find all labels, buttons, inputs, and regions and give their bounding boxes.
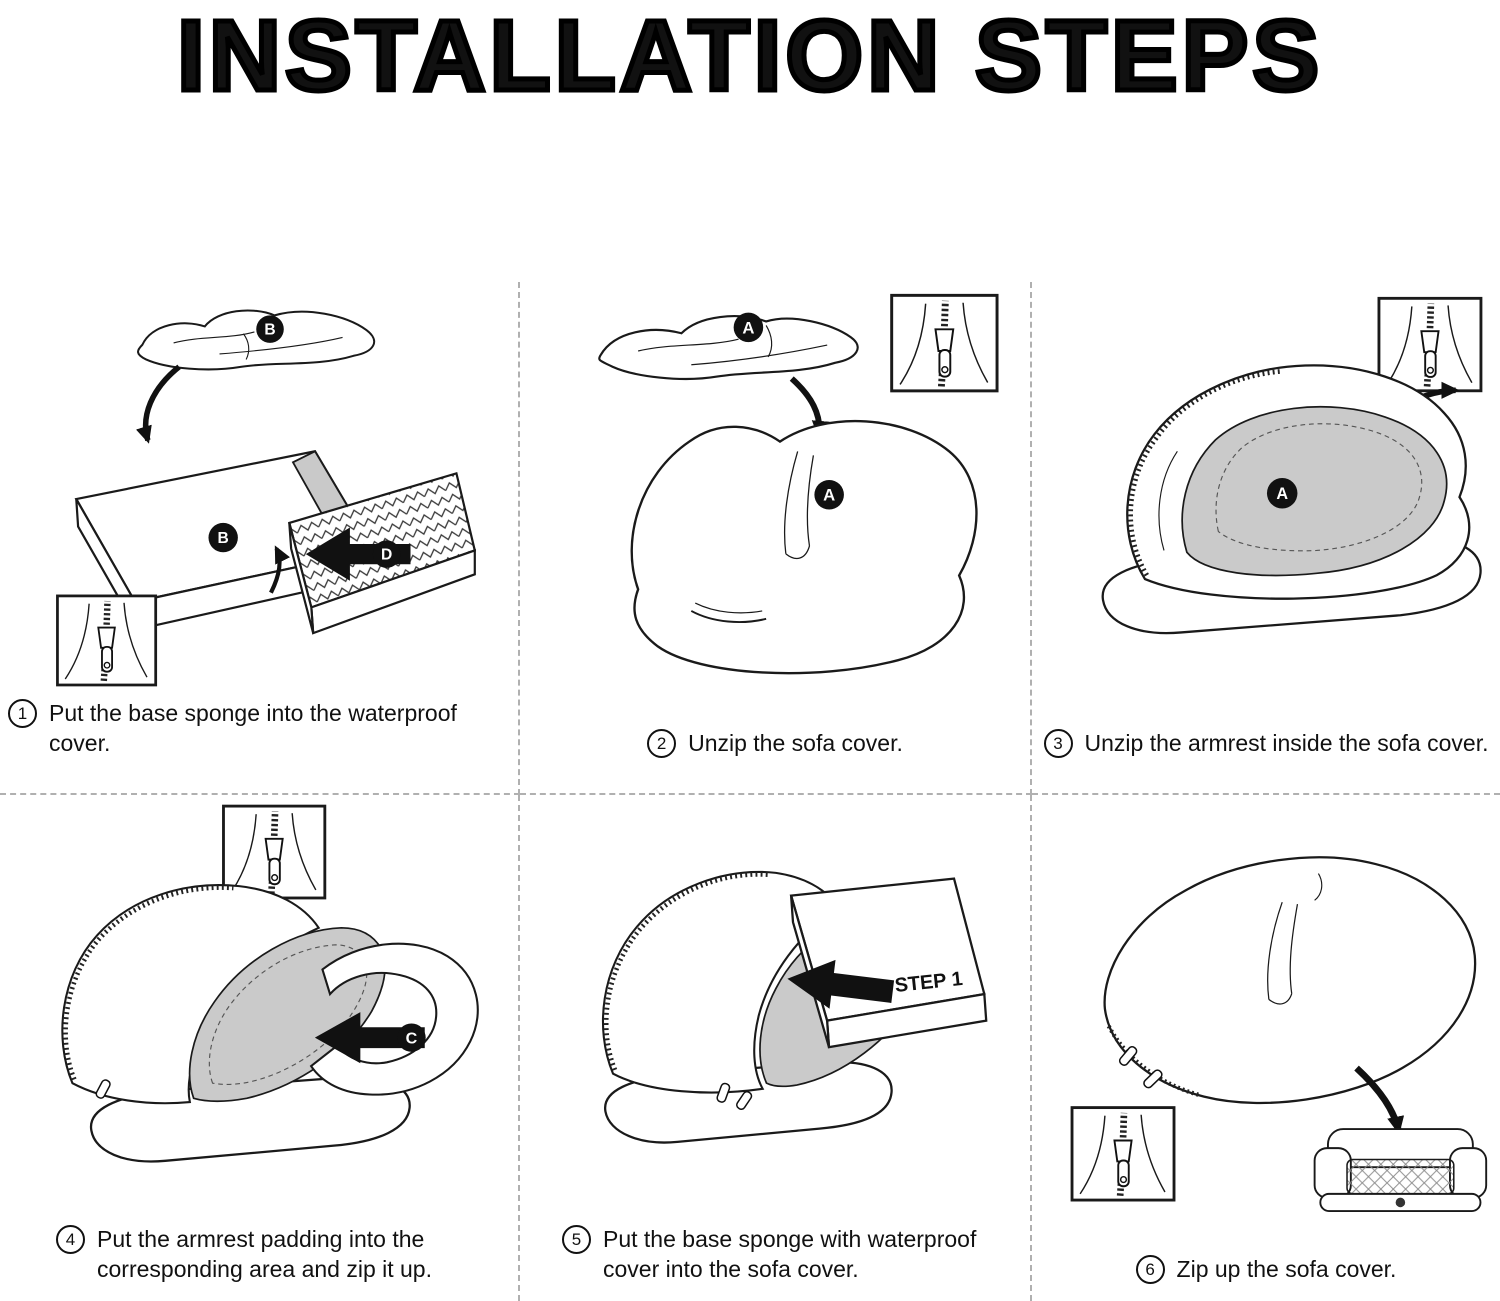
brand-logo — [1395, 1197, 1406, 1208]
step-4-illustration: C — [61, 799, 479, 1163]
sponge-insert-arrow — [787, 959, 895, 1009]
zipper-teeth — [1106, 1025, 1199, 1097]
zipper-teeth — [63, 885, 234, 1081]
zipper-detail-inset — [892, 295, 997, 391]
step-caption-text: Zip up the sofa cover. — [1176, 1256, 1397, 1283]
step-caption: 2 Unzip the sofa cover. — [520, 729, 1030, 793]
padding-insert-arrow — [314, 1012, 425, 1064]
place-on-sofa-arrow — [1354, 1065, 1405, 1135]
waterproof-cover-fabric — [137, 309, 376, 371]
label-b-cover: B — [264, 322, 275, 339]
step-caption: 6 Zip up the sofa cover. — [1032, 1255, 1500, 1301]
step-6-panel: 6 Zip up the sofa cover. — [1032, 795, 1500, 1301]
zipper-pull — [1143, 1069, 1163, 1089]
sofa-cover-zipped — [1103, 856, 1477, 1105]
label-a-armrest-badge — [1266, 478, 1298, 509]
step-5-panel: STEP 1 5 Put the base sponge with waterp… — [520, 795, 1032, 1301]
step-5-art: STEP 1 — [520, 795, 1030, 1225]
label-a-cover-badge — [733, 312, 764, 343]
step-number-badge: 1 — [8, 699, 37, 729]
step-3-panel: A 3 Unzip the armrest inside the sofa co… — [1032, 282, 1500, 795]
step-number-badge: 2 — [647, 729, 677, 759]
step-1-art: B B D — [0, 282, 518, 699]
step-caption-text: Put the base sponge into the waterproof … — [49, 700, 457, 757]
label-a-zipper: A — [823, 486, 835, 505]
cover-flap — [61, 884, 321, 1105]
step-2-art: A A — [520, 282, 1030, 729]
zipper-detail-inset — [1379, 298, 1481, 390]
step-number-badge: 5 — [562, 1225, 591, 1255]
zipper-pull — [95, 1079, 111, 1099]
fold-line — [1158, 450, 1178, 551]
step-caption-text: Put the base sponge with waterproof cove… — [603, 1226, 977, 1283]
step-3-illustration: A — [1101, 286, 1490, 635]
step-1-illustration: B B D — [10, 309, 477, 699]
step-4-art: C — [0, 795, 518, 1225]
step-6-art — [1032, 795, 1500, 1255]
armrest-interior — [1181, 405, 1448, 577]
step-caption-text: Unzip the sofa cover. — [688, 730, 903, 757]
step-2-panel: A A 2 Unzip the sofa cover. — [520, 282, 1032, 795]
step-caption-text: Put the armrest padding into the corresp… — [97, 1226, 432, 1283]
armrest-padding — [309, 942, 479, 1096]
step-5-illustration: STEP 1 — [602, 870, 988, 1144]
step-6-illustration — [1042, 856, 1488, 1212]
quilted-seat — [1346, 1158, 1455, 1195]
label-b-slab: B — [218, 530, 229, 547]
label-a-cover: A — [742, 318, 754, 337]
step-4-panel: C 4 Put the armrest padding into the cor… — [0, 795, 520, 1301]
zipper-pull — [736, 1090, 753, 1110]
label-a-zipper-badge — [814, 479, 844, 510]
zipper-teeth — [1128, 368, 1283, 577]
label-a-armrest: A — [1276, 485, 1288, 503]
zipper-pull — [1118, 1045, 1138, 1066]
label-b-slab-badge — [208, 522, 238, 553]
step-caption: 4 Put the armrest padding into the corre… — [0, 1225, 518, 1301]
label-d-badge — [372, 540, 401, 568]
zipper-teeth — [603, 871, 771, 1071]
step-2-illustration: A A — [598, 286, 1020, 675]
sponge-insert-arrow — [305, 527, 411, 581]
step-3-art: A — [1032, 282, 1500, 729]
sofa-cover-fabric — [598, 315, 859, 381]
label-b-cover-badge — [256, 315, 284, 343]
step-caption-text: Unzip the armrest inside the sofa cover. — [1084, 730, 1489, 757]
step-number-badge: 3 — [1043, 729, 1073, 759]
insert-cover-arrow — [135, 364, 181, 444]
page-title: INSTALLATION STEPS — [174, 0, 1324, 115]
step-caption: 5 Put the base sponge with waterproof co… — [520, 1225, 1030, 1301]
step-1-panel: B B D — [0, 282, 520, 795]
label-c-badge — [397, 1023, 426, 1052]
zipper-detail-inset — [57, 596, 155, 685]
tuck-arrow — [269, 545, 290, 594]
base-sponge — [287, 471, 477, 635]
zipper-pull — [716, 1082, 731, 1103]
zipper-detail-inset — [223, 806, 324, 898]
finished-sofa — [1313, 1128, 1488, 1212]
step-number-badge: 6 — [1135, 1255, 1165, 1285]
label-d: D — [381, 547, 392, 564]
sofa-cover-body — [630, 419, 978, 675]
step-number-badge: 4 — [56, 1225, 85, 1255]
step-caption: 1 Put the base sponge into the waterproo… — [0, 699, 518, 793]
steps-grid: B B D — [0, 282, 1500, 1301]
step-caption: 3 Unzip the armrest inside the sofa cove… — [1032, 729, 1500, 793]
label-c: C — [406, 1029, 418, 1047]
zipper-detail-inset — [1072, 1108, 1174, 1200]
